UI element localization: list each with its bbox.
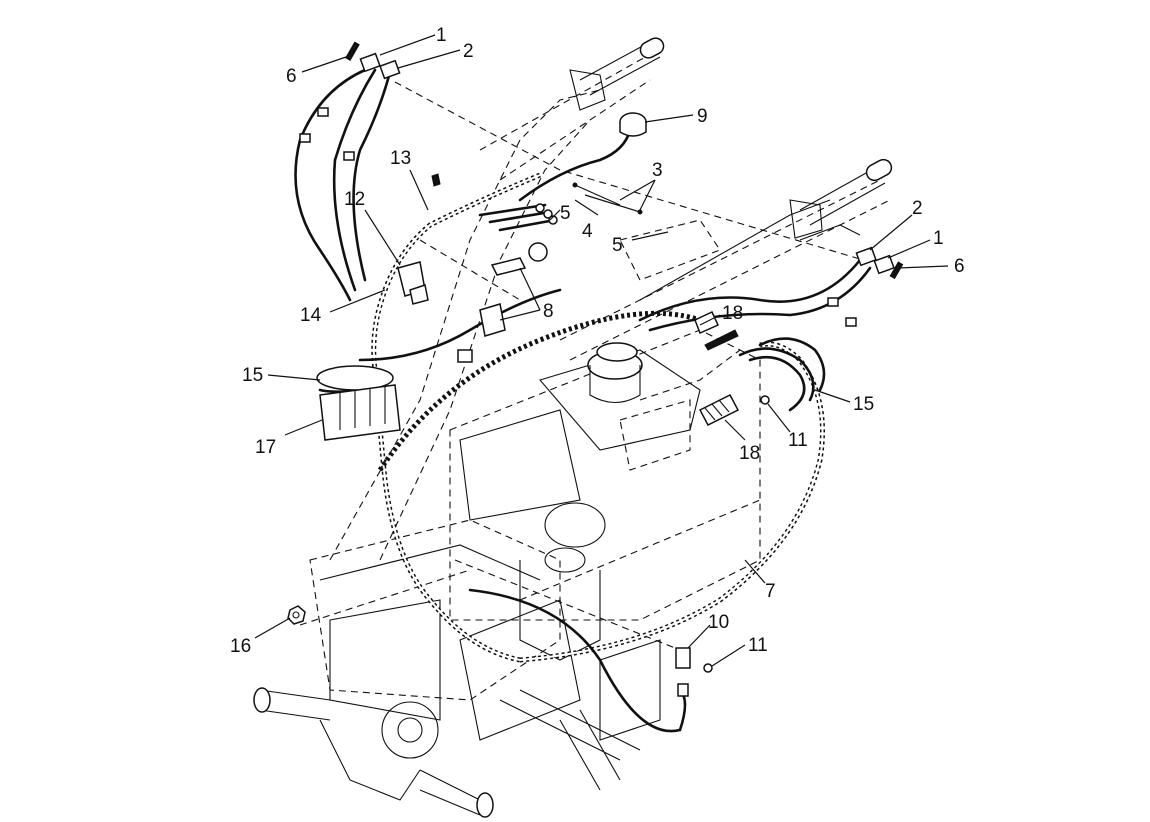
callout-10: 10 [708,612,729,633]
callout-12: 12 [344,189,365,210]
callout-13: 13 [390,148,411,169]
callout-5-lower: 5 [612,235,623,256]
callout-15-left: 15 [242,365,263,386]
callouts: 1 2 6 9 3 13 12 5 4 5 2 1 6 8 14 18 15 1… [230,25,965,657]
callout-17: 17 [255,437,276,458]
machine-frame [253,37,893,818]
callout-3: 3 [652,160,663,181]
callout-18-upper: 18 [722,303,743,324]
callout-14: 14 [300,305,322,326]
callout-15-right: 15 [853,394,874,415]
callout-2-top-left: 2 [463,41,474,62]
callout-11-lower: 11 [748,635,768,656]
callout-5-upper: 5 [560,203,571,224]
callout-11-upper: 11 [788,430,808,451]
callout-18-lower: 18 [739,443,760,464]
callout-1-right: 1 [933,228,944,249]
callout-1-top-left: 1 [436,25,447,46]
wiring-harness [294,68,872,733]
callout-9: 9 [697,106,708,127]
components [287,41,904,697]
callout-6-right: 6 [954,256,965,277]
callout-2-right: 2 [912,198,923,219]
routing-leaders [299,81,871,651]
callout-4: 4 [582,221,593,242]
callout-7: 7 [765,581,776,602]
callout-leaders [254,34,949,667]
callout-6-top-left: 6 [286,66,297,87]
callout-8: 8 [543,301,554,322]
callout-16: 16 [230,636,251,657]
